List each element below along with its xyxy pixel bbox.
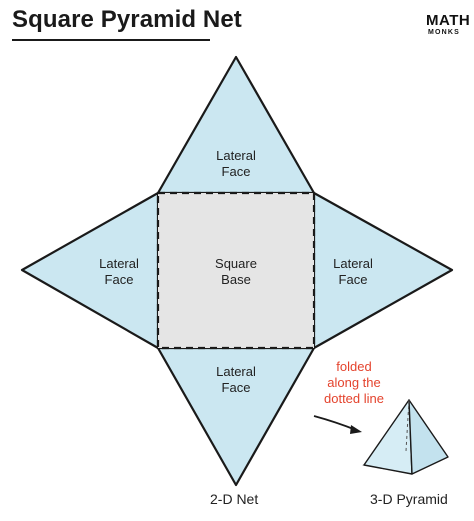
fold-annotation: folded along the dotted line	[300, 359, 408, 407]
base-label-line2: Base	[221, 272, 251, 287]
net-caption: 2-D Net	[210, 491, 259, 507]
pyramid-caption: 3-D Pyramid	[370, 491, 448, 507]
fold-lines	[156, 191, 316, 350]
bottom-face-label-line2: Face	[221, 380, 251, 395]
square-base	[158, 193, 314, 348]
fold-annotation-line3: dotted line	[324, 391, 384, 406]
right-face-label: Lateral Face	[308, 256, 398, 288]
bottom-face-label: Lateral Face	[191, 364, 281, 396]
arrow-icon	[313, 415, 362, 434]
page-title: Square Pyramid Net	[12, 6, 242, 33]
left-face-label-line1: Lateral	[99, 256, 139, 271]
base-label-line1: Square	[215, 256, 257, 271]
left-face-label: Lateral Face	[74, 256, 164, 288]
pyramid-3d	[362, 399, 450, 475]
top-face-label-line1: Lateral	[216, 148, 256, 163]
logo-wordmark: MATH	[426, 12, 471, 29]
math-monks-logo: MATH MONKS	[426, 12, 470, 42]
fold-annotation-line2: along the	[327, 375, 381, 390]
logo-subtitle: MONKS	[428, 29, 461, 36]
top-face-label: Lateral Face	[191, 148, 281, 180]
fold-annotation-line1: folded	[336, 359, 372, 374]
right-face-label-line2: Face	[338, 272, 368, 287]
left-face-label-line2: Face	[104, 272, 134, 287]
bottom-face-label-line1: Lateral	[216, 364, 256, 379]
title-underline	[12, 39, 210, 41]
right-face-label-line1: Lateral	[333, 256, 373, 271]
top-face-label-line2: Face	[221, 164, 251, 179]
base-label: Square Base	[191, 256, 281, 288]
